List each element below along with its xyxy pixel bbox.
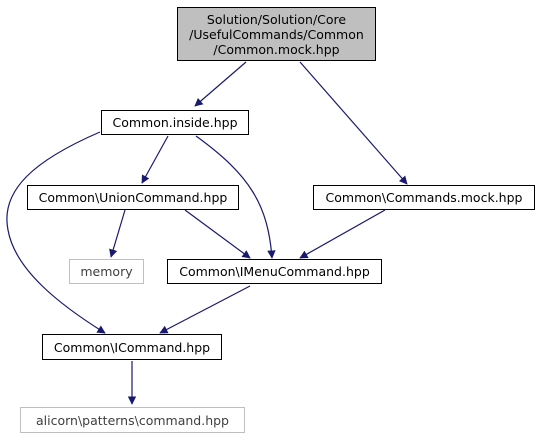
node-imenu-command-hpp[interactable]: Common\IMenuCommand.hpp <box>167 259 382 284</box>
edge-union-command-to-memory <box>109 209 126 258</box>
edge-common-inside-to-imenu-command <box>195 135 276 259</box>
node-commands-mock-label: Common\Commands.mock.hpp <box>325 190 523 205</box>
node-icommand-label: Common\ICommand.hpp <box>53 339 211 355</box>
edge-common-inside-to-union-command <box>141 135 169 184</box>
node-common-mock-line-3: /Common.mock.hpp <box>213 41 340 57</box>
edge-imenu-command-to-icommand <box>159 285 251 334</box>
node-memory-label: memory <box>80 264 133 279</box>
node-common-mock-hpp: Solution/Solution/Core /UsefulCommands/C… <box>177 7 376 61</box>
edge-root-to-common-inside <box>194 61 247 107</box>
node-alicorn-command-label: alicorn\patterns\command.hpp <box>36 412 229 428</box>
node-alicorn-command-hpp: alicorn\patterns\command.hpp <box>20 407 245 433</box>
edge-commands-mock-to-imenu-command <box>299 209 386 259</box>
node-common-mock-line-2: /UsefulCommands/Common <box>189 26 364 42</box>
node-common-mock-line-1: Solution/Solution/Core <box>206 11 347 27</box>
edge-union-command-to-imenu-command <box>184 209 251 259</box>
node-commands-mock-hpp[interactable]: Common\Commands.mock.hpp <box>313 185 535 210</box>
node-imenu-command-label: Common\IMenuCommand.hpp <box>179 264 370 279</box>
node-union-command-hpp[interactable]: Common\UnionCommand.hpp <box>27 185 239 210</box>
edge-root-to-commands-mock <box>299 61 408 185</box>
node-common-inside-hpp[interactable]: Common.inside.hpp <box>101 110 249 135</box>
node-memory: memory <box>69 259 144 284</box>
edge-common-inside-to-icommand <box>6 131 106 334</box>
node-icommand-hpp[interactable]: Common\ICommand.hpp <box>42 334 222 360</box>
node-union-command-label: Common\UnionCommand.hpp <box>38 190 228 205</box>
node-common-inside-label: Common.inside.hpp <box>112 115 238 130</box>
